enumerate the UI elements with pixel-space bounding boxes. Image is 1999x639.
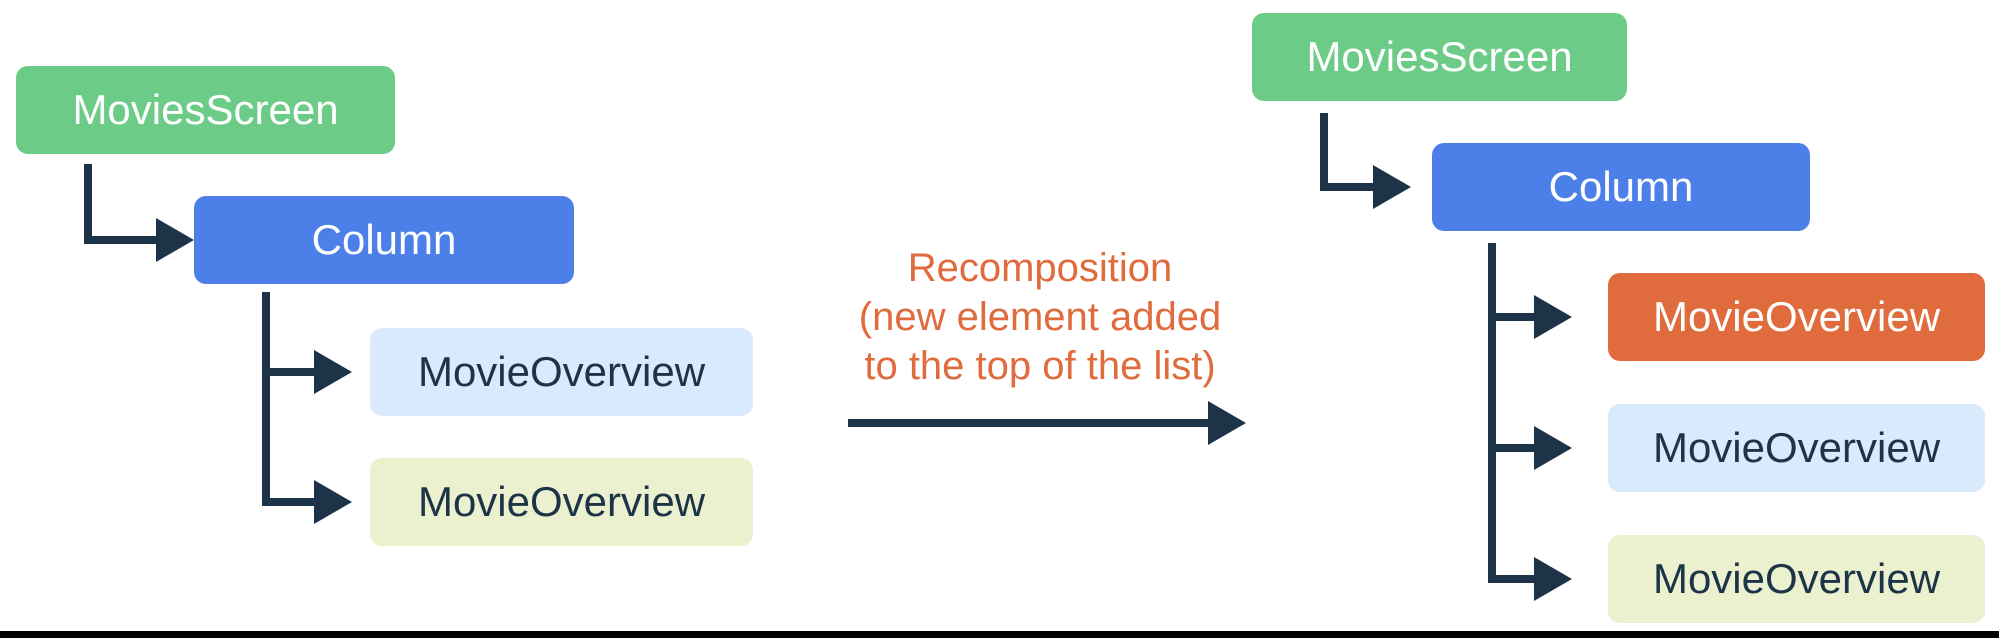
connector-arrowhead-icon [1534, 426, 1572, 470]
node-movie-overview-1: MovieOverview [1608, 404, 1985, 492]
node-movie-overview-2: MovieOverview [1608, 535, 1985, 623]
connector-line [1320, 113, 1328, 191]
transition-arrowhead-icon [1208, 401, 1246, 445]
connector-line [262, 368, 318, 376]
connector-line [262, 292, 270, 506]
connector-arrowhead-icon [156, 218, 194, 262]
node-movie-overview-1: MovieOverview [370, 328, 753, 416]
connector-line [84, 236, 160, 244]
connector-line [1488, 575, 1536, 583]
connector-line [1488, 243, 1496, 583]
connector-arrowhead-icon [1534, 295, 1572, 339]
connector-arrowhead-icon [1534, 557, 1572, 601]
bottom-border-bar [0, 631, 1999, 638]
connector-line [84, 164, 92, 244]
connector-arrowhead-icon [314, 350, 352, 394]
node-movies-screen: MoviesScreen [1252, 13, 1627, 101]
node-column: Column [1432, 143, 1810, 231]
node-movie-overview-2: MovieOverview [370, 458, 753, 546]
transition-arrow-shaft [848, 419, 1210, 427]
annotation-line-2: (new element added [858, 295, 1222, 339]
annotation-line-1: Recomposition [907, 246, 1173, 290]
connector-line [1488, 313, 1536, 321]
node-movies-screen: MoviesScreen [16, 66, 395, 154]
connector-line [1488, 444, 1536, 452]
connector-arrowhead-icon [314, 480, 352, 524]
connector-arrowhead-icon [1373, 165, 1411, 209]
connector-line [262, 498, 318, 506]
annotation-line-3: to the top of the list) [864, 344, 1216, 388]
node-column: Column [194, 196, 574, 284]
connector-line [1320, 183, 1375, 191]
node-movie-overview-new: MovieOverview [1608, 273, 1985, 361]
recomposition-annotation: Recomposition (new element added to the … [810, 244, 1270, 391]
